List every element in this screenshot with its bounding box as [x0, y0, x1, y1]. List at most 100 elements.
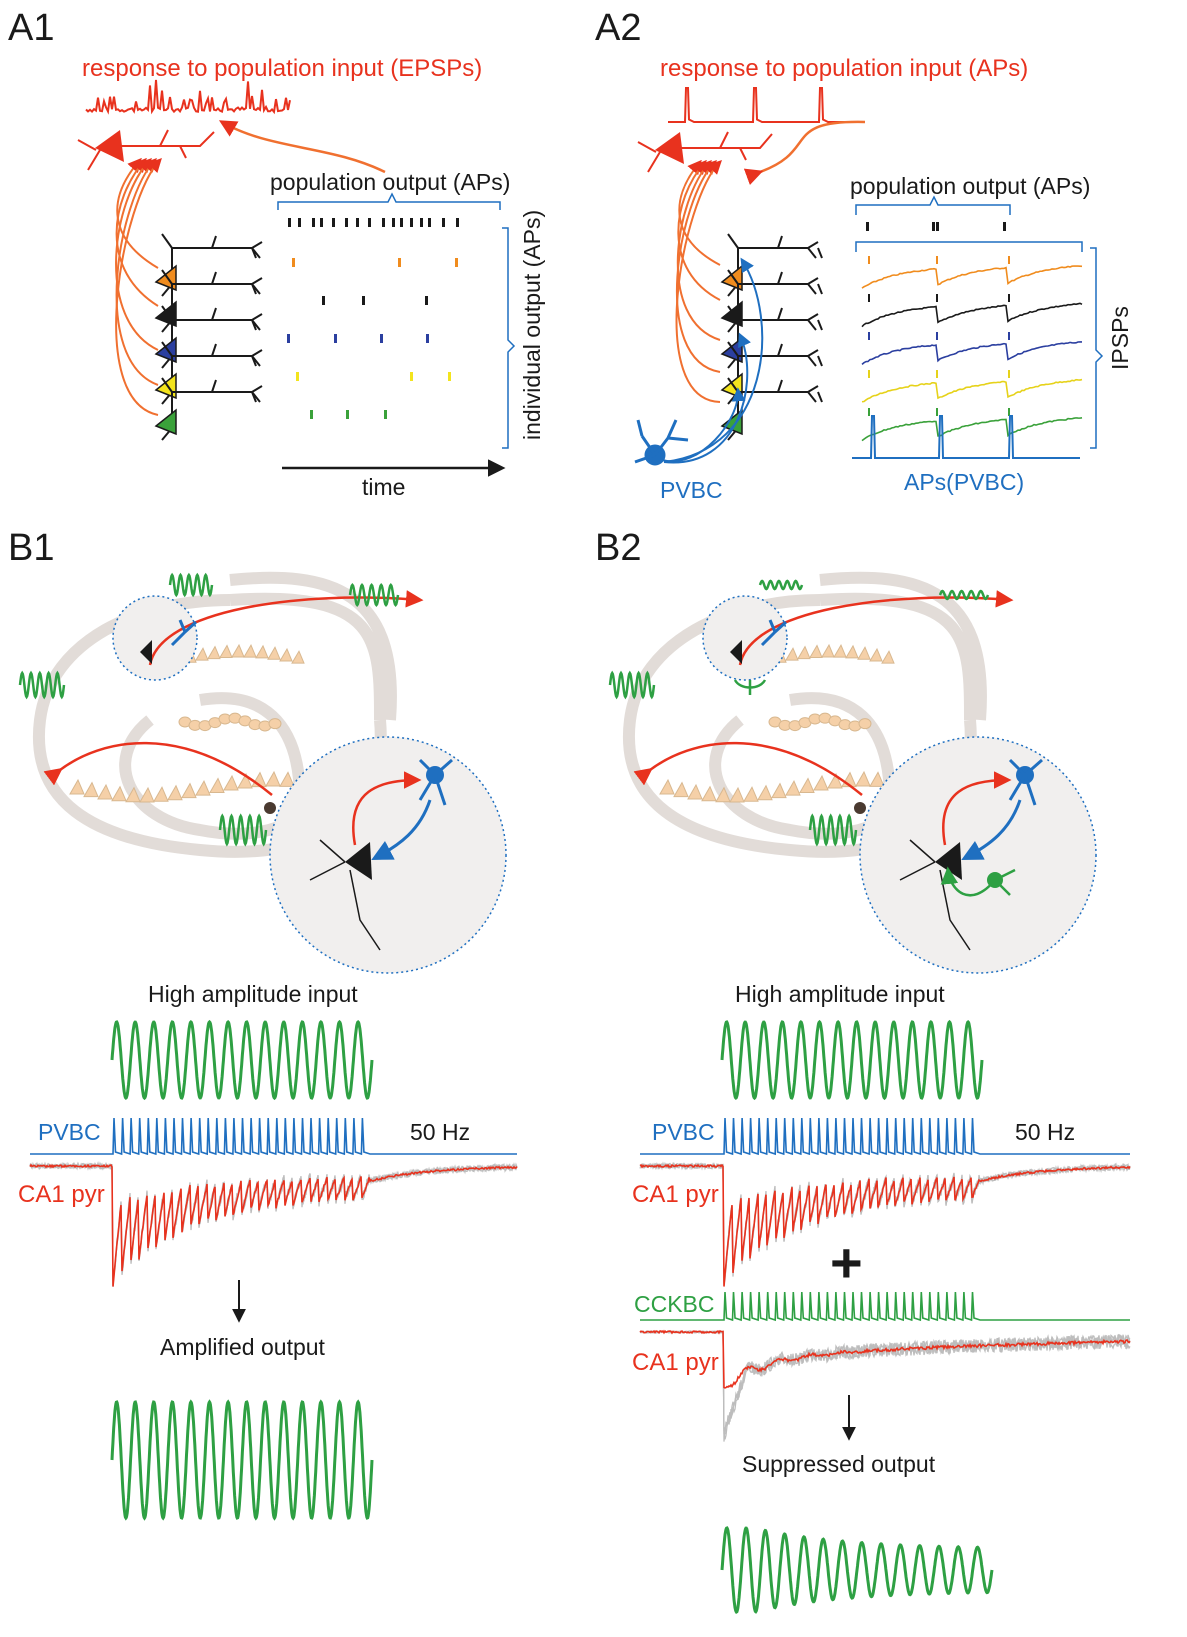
pvbc-small: [170, 619, 198, 647]
b1-output-wave: [110, 1399, 374, 1521]
stack-dendrite: [738, 235, 823, 259]
panel-label-b1: B1: [8, 527, 54, 569]
oscillation-icon: [938, 589, 990, 601]
a2-ipsp-side-brace: [1090, 247, 1104, 449]
a1-epsp-trace: [85, 79, 291, 115]
pyramidal-cell: [139, 786, 155, 803]
panel-a1: A1 response to population input (EPSPs) …: [8, 7, 545, 500]
raster-spike: [288, 218, 291, 227]
panel-label-a1: A1: [8, 7, 54, 49]
zoom-pyramid-dendrite: [309, 839, 381, 951]
pyramidal-cell: [195, 647, 209, 661]
a1-individual-raster: [287, 258, 458, 419]
ca1-pyramid-small: [730, 640, 742, 664]
ipsp-trace: [861, 417, 1083, 442]
schaffer-arrow: [148, 590, 424, 666]
zoom-excitatory-arrow: [352, 771, 422, 846]
panel-label-b2: B2: [595, 527, 641, 569]
a2-ipsps-label: IPSPs: [1107, 306, 1133, 370]
granule-soma: [264, 802, 276, 814]
pyramidal-cell: [701, 785, 717, 802]
raster-spike: [425, 296, 428, 305]
pyramidal-cell: [785, 780, 801, 796]
ipsp-tick: [868, 332, 870, 340]
stack-dendrite: [738, 343, 823, 367]
zoom-inhibitory-arrow: [371, 799, 432, 860]
a2-response-title: response to population input (APs): [660, 55, 1028, 82]
b2-freq-label: 50 Hz: [1015, 1119, 1075, 1145]
pyramidal-cell: [715, 786, 731, 803]
ipsp-tick: [936, 408, 938, 416]
raster-spike: [442, 218, 445, 227]
a2-population-brace: [855, 195, 1011, 215]
b2-cckbc-label: CCKBC: [634, 1291, 715, 1317]
b1-freq-label: 50 Hz: [410, 1119, 470, 1145]
pyramidal-cell: [869, 771, 885, 787]
raster-spike: [398, 258, 401, 267]
raster-spike: [332, 218, 335, 227]
pyramidal-cell: [181, 782, 197, 799]
zoom-pvbc-dendrite: [418, 758, 453, 806]
a2-ipsp-traces: [861, 256, 1083, 442]
pyramidal-cell: [97, 783, 113, 800]
pyramidal-cell: [111, 785, 127, 802]
b1-ca1-trace: [29, 1163, 518, 1287]
zoom-cckbc-axon: [948, 870, 1016, 897]
zoom-inhibitory-arrow: [961, 799, 1022, 860]
b1-hippocampus-diagram: [18, 571, 507, 974]
pyramidal-cell: [255, 644, 269, 659]
a2-population-raster: [866, 222, 1006, 231]
a1-individual-output-label: individual output (APs): [519, 210, 545, 440]
pyramidal-cell: [167, 784, 183, 801]
raster-spike: [456, 218, 459, 227]
zoom-circle-small: [702, 595, 788, 681]
granule-cell: [268, 718, 282, 730]
panel-b2: B2 High amplitude input PVBC 50 Hz CA1 p…: [595, 527, 1131, 1615]
raster-spike: [310, 410, 313, 419]
a1-population-raster: [288, 218, 459, 227]
ipsp-tick: [868, 408, 870, 416]
raster-spike: [428, 218, 431, 227]
pyramidal-cell: [243, 644, 257, 658]
pyramidal-cell: [821, 643, 835, 658]
a2-axon-bundle: [675, 159, 722, 403]
raster-spike: [420, 218, 423, 227]
b2-ca1-label: CA1 pyr: [632, 1181, 719, 1208]
stack-dendrite: [172, 307, 263, 331]
b1-pvbc-label: PVBC: [38, 1119, 101, 1145]
a2-ap-trace: [668, 87, 850, 123]
raster-spike: [346, 410, 349, 419]
ipsp-tick: [1008, 294, 1010, 302]
panel-b1: B1 High amplitude input PVBC 50 Hz CA1 p…: [8, 527, 518, 1521]
pyramidal-cell: [869, 647, 883, 662]
ca1-pyramid-small: [140, 640, 152, 664]
pyramidal-cell: [279, 647, 293, 662]
b2-ca1-trace: [639, 1163, 1131, 1287]
zoom-pvbc-dendrite: [1008, 758, 1043, 806]
stack-dendrite: [172, 235, 263, 259]
ca1-gray-trace: [639, 1329, 1131, 1440]
ipsp-tick: [1008, 370, 1010, 378]
raster-spike: [384, 410, 387, 419]
zoom-circle-small: [112, 595, 198, 681]
zoom-circle-large: [859, 736, 1097, 974]
a1-red-neuron: [77, 129, 215, 171]
pyramidal-cell: [291, 650, 305, 664]
pyramidal-cell: [231, 643, 245, 658]
ipsp-tick: [1008, 332, 1010, 340]
stack-dendrite: [738, 379, 823, 403]
stack-dendrite: [738, 271, 823, 295]
oscillation-icon: [758, 579, 804, 591]
pvbc-small: [760, 619, 788, 647]
raster-spike: [287, 334, 290, 343]
oscillation-icon: [218, 813, 268, 847]
b2-pvbc-label: PVBC: [652, 1119, 715, 1145]
pyramidal-cell: [267, 646, 281, 660]
ipsp-trace: [861, 265, 1083, 289]
pyramidal-cell: [207, 645, 221, 660]
pyramidal-cell: [857, 646, 871, 660]
b2-ca1-label-2: CA1 pyr: [632, 1349, 719, 1376]
pyramidal-cell: [125, 786, 141, 803]
mossy-fiber-arrow: [43, 741, 273, 796]
